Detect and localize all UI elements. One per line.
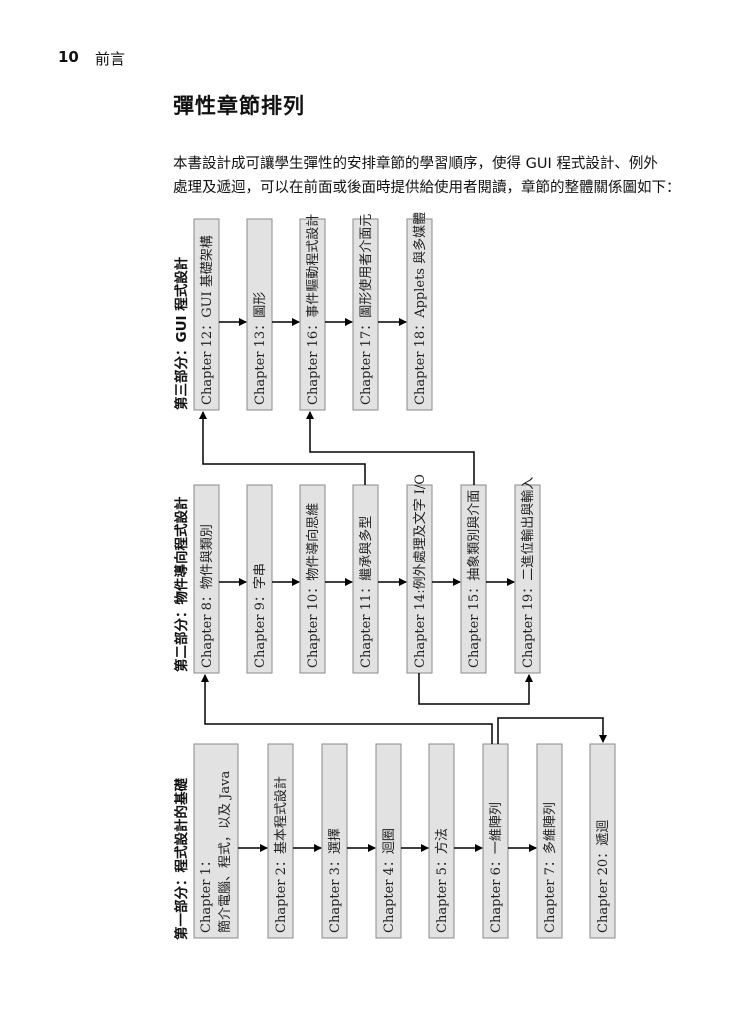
chapter-label: Chapter 10：物件導向思維: [305, 503, 321, 668]
chapter-box-ch5: Chapter 5：方法: [428, 743, 455, 939]
chapter-box-ch6: Chapter 6：一維陣列: [482, 743, 509, 939]
chapter-label: Chapter 13：圖形: [253, 292, 268, 405]
chapter-label: Chapter 17：圖形使用者介面元: [358, 214, 374, 405]
chapter-box-ch20: Chapter 20：遞迴: [589, 743, 616, 939]
chapter-label: Chapter 1：: [199, 854, 214, 933]
chapter-box-ch2: Chapter 2：基本程式設計: [267, 743, 294, 939]
chapter-label: Chapter 19：二進位輸出與輸入: [521, 477, 536, 668]
connector-ch6-to-ch8: [201, 674, 493, 744]
chapter-label: Chapter 2：基本程式設計: [273, 776, 289, 933]
connector-ch15-to-ch16: [306, 411, 475, 485]
chapter-label: Chapter 8：物件與類別: [200, 524, 215, 668]
chapter-label-line-2: 簡介電腦、程式，以及 Java: [218, 771, 233, 933]
chapter-label: Chapter 4：迴圈: [382, 828, 397, 933]
chapter-label: Chapter 16：事件驅動程式設計: [305, 214, 321, 405]
chapter-label: Chapter 12：GUI 基礎架構: [200, 235, 215, 405]
connector-ch14-to-ch19: [418, 673, 533, 705]
chapter-label: Chapter 15：抽象類別與介面: [467, 490, 482, 668]
chapter-box-ch11: Chapter 11：繼承與多型: [352, 484, 379, 674]
connector-ch11-to-ch12: [199, 411, 366, 485]
chapter-label: Chapter 18：Applets 與多媒體: [412, 212, 428, 405]
chapter-box-ch4: Chapter 4：迴圈: [375, 743, 402, 939]
chapter-box-ch10: Chapter 10：物件導向思維: [299, 484, 326, 674]
chapter-box-ch19: Chapter 19：二進位輸出與輸入: [514, 477, 541, 674]
chapter-label: Chapter 3：選擇: [327, 828, 343, 933]
chapter-box-ch8: Chapter 8：物件與類別: [193, 484, 220, 674]
chapter-label: Chapter 20：遞迴: [596, 820, 611, 933]
part-3-label: 第三部分：GUI 程式設計: [173, 256, 190, 410]
chapter-box-ch9: Chapter 9：字串: [246, 484, 273, 674]
section-title: 彈性章節排列: [173, 94, 305, 118]
chapter-box-ch12: Chapter 12：GUI 基礎架構: [193, 218, 220, 411]
chapter-label: Chapter 7：多維陣列: [542, 802, 558, 933]
part-2-label: 第二部分：物件導向程式設計: [173, 496, 190, 672]
chapter-box-ch1: Chapter 1： 簡介電腦、程式，以及 Java: [193, 743, 239, 939]
chapter-label: Chapter 14:例外處理及文字 I/O: [413, 474, 428, 668]
chapter-label: Chapter 11：繼承與多型: [358, 516, 374, 668]
chapter-box-ch13: Chapter 13：圖形: [246, 218, 273, 411]
chapter-label: Chapter 9：字串: [253, 563, 268, 668]
intro-line-1: 本書設計成可讓學生彈性的安排章節的學習順序，使得 GUI 程式設計、例外: [173, 156, 658, 172]
chapter-box-ch15: Chapter 15：抽象類別與介面: [460, 484, 487, 674]
chapter-label: Chapter 6：一維陣列: [489, 802, 504, 933]
part-1-label: 第一部分：程式設計的基礎: [173, 778, 190, 940]
chapter-box-ch3: Chapter 3：選擇: [321, 743, 348, 939]
intro-line-2: 處理及遞迴，可以在前面或後面時提供給使用者閱讀，章節的整體關係圖如下：: [173, 180, 681, 196]
chapter-box-ch18: Chapter 18：Applets 與多媒體: [406, 212, 433, 411]
running-head: 前言: [95, 50, 126, 68]
chapter-box-ch17: Chapter 17：圖形使用者介面元: [352, 214, 379, 411]
chapter-label: Chapter 5：方法: [434, 828, 450, 933]
connector-ch6-to-ch20: [497, 717, 607, 744]
chapter-box-ch16: Chapter 16：事件驅動程式設計: [299, 214, 326, 411]
chapter-box-ch7: Chapter 7：多維陣列: [536, 743, 563, 939]
chapter-box-ch14: Chapter 14:例外處理及文字 I/O: [406, 474, 433, 674]
page-number: 10: [58, 48, 79, 66]
